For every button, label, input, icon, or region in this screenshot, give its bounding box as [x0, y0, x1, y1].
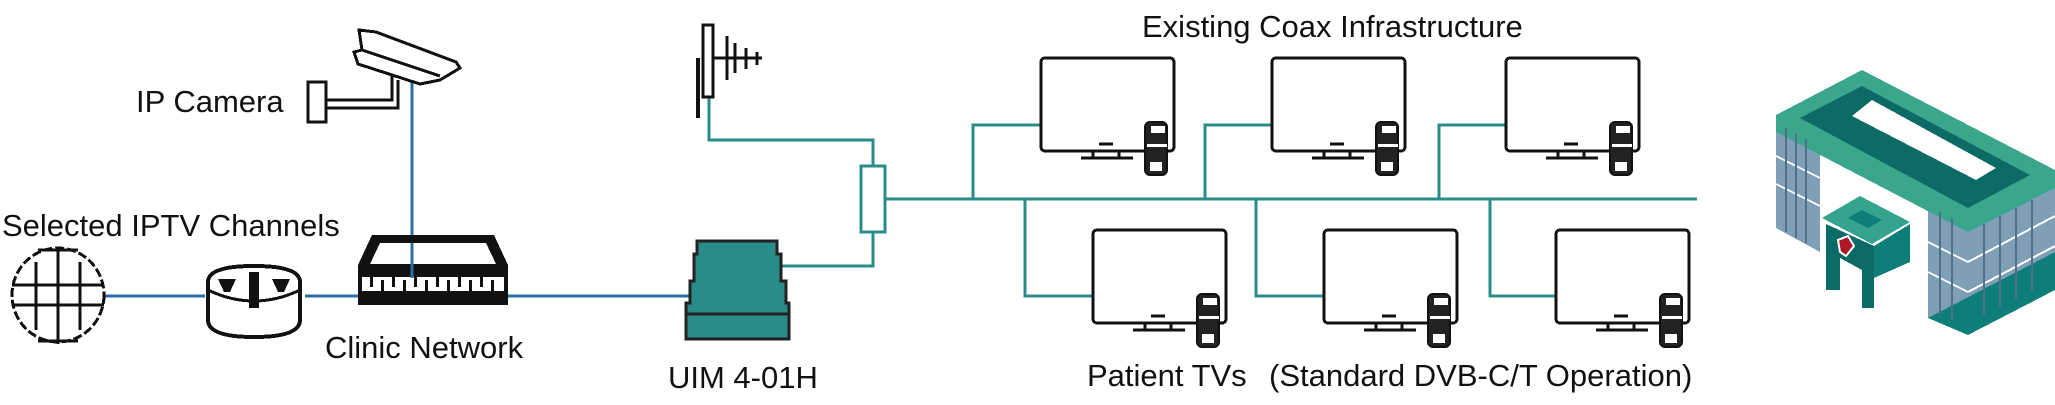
label-dvb-operation: (Standard DVB-C/T Operation)	[1269, 358, 1692, 393]
drop-tv-top-2	[1203, 123, 1272, 199]
label-patient-tvs: Patient TVs	[1087, 358, 1247, 393]
tv-icon	[1039, 56, 1176, 176]
label-ip-camera: IP Camera	[136, 84, 284, 119]
label-clinic-network: Clinic Network	[325, 330, 524, 365]
tv-icon	[1554, 228, 1691, 348]
label-uim: UIM 4-01H	[668, 360, 818, 395]
hospital-building-icon	[1775, 70, 2055, 335]
tv-icon	[1091, 228, 1228, 348]
combiner-icon	[859, 164, 887, 234]
coax-lines	[707, 97, 1697, 298]
tv-icon	[1322, 228, 1459, 348]
drop-tv-top-1	[971, 123, 1041, 199]
drop-tv-bottom-3	[1488, 199, 1556, 298]
patient-tvs	[1039, 56, 1691, 348]
tv-icon	[1270, 56, 1407, 176]
drop-tv-bottom-2	[1254, 199, 1324, 298]
drop-tv-top-3	[1437, 123, 1506, 199]
ip-camera-icon	[306, 28, 463, 124]
network-switch-icon	[358, 235, 508, 305]
line-antenna-to-combiner	[707, 97, 875, 165]
drop-tv-bottom-1	[1023, 199, 1093, 298]
antenna-icon	[696, 23, 762, 118]
uim-device-icon	[684, 239, 791, 341]
tv-icon	[1504, 56, 1641, 176]
router-icon	[206, 263, 302, 340]
line-uim-to-combiner	[782, 233, 875, 268]
globe-icon	[10, 246, 106, 344]
label-coax-infrastructure: Existing Coax Infrastructure	[1142, 9, 1523, 44]
label-iptv-channels: Selected IPTV Channels	[2, 208, 340, 243]
